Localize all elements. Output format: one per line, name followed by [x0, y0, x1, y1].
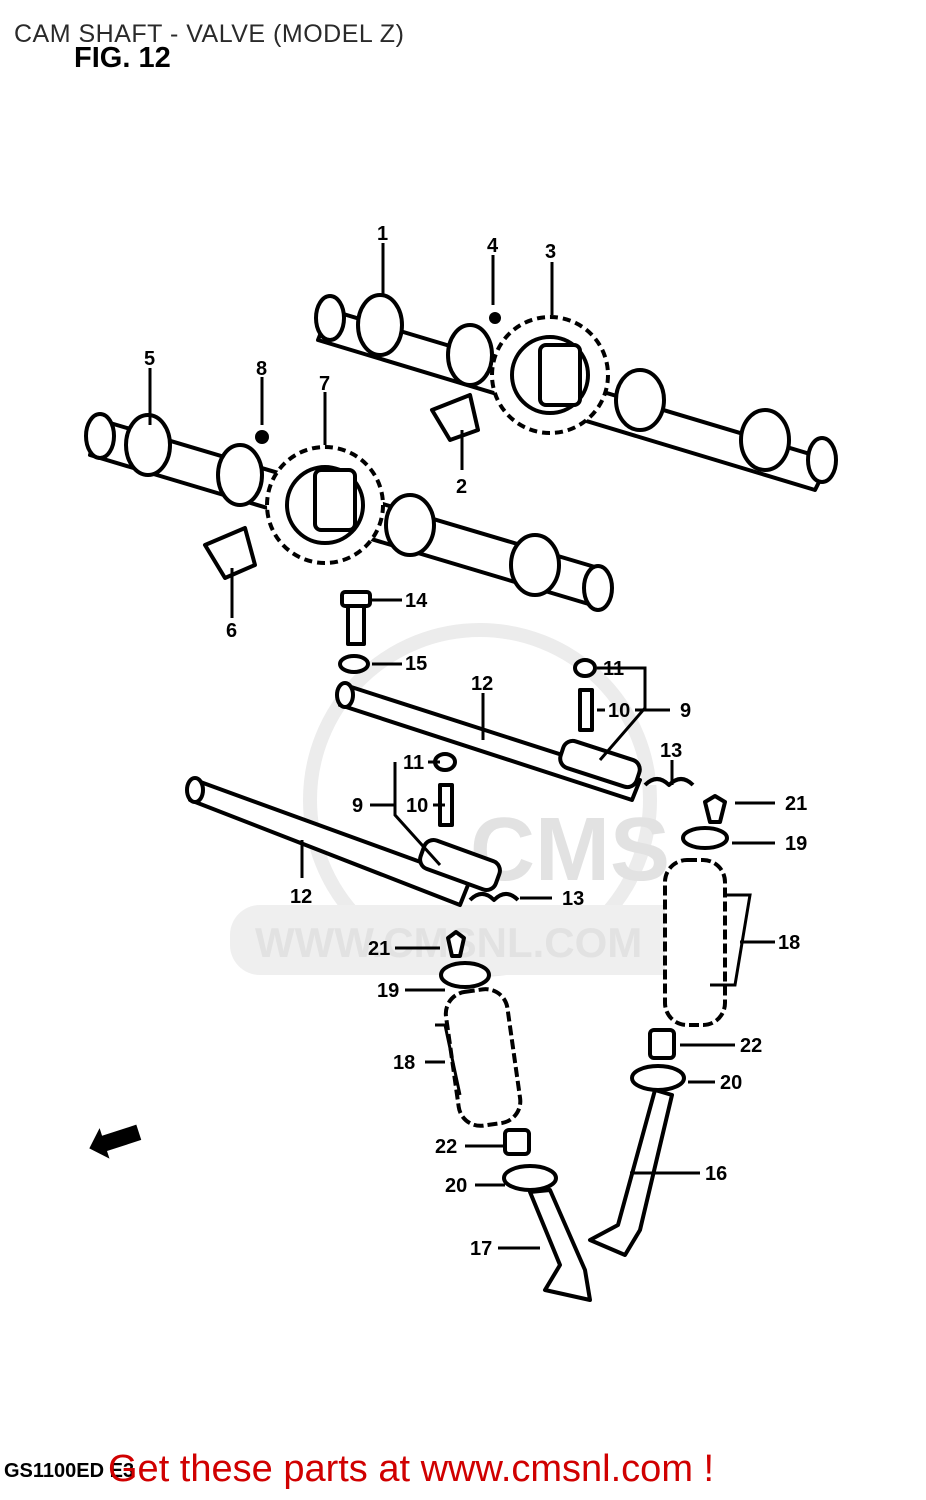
cam-sprocket-upper — [489, 312, 610, 435]
callout-label: 9 — [680, 700, 691, 722]
callout-label: 19 — [785, 833, 807, 855]
watermark-logo: CMS — [470, 800, 670, 900]
callout-labels: 1 4 3 2 5 8 7 6 14 15 12 11 10 9 13 21 1… — [144, 223, 807, 1260]
callout-label: 11 — [603, 658, 624, 680]
callout-label: 1 — [377, 223, 388, 245]
callout-label: 16 — [705, 1163, 727, 1185]
valve-stack-left — [439, 930, 592, 1302]
callout-label: 13 — [562, 888, 584, 910]
callout-label: 6 — [226, 620, 237, 642]
callout-label: 20 — [720, 1072, 742, 1094]
chain-guide-lower — [203, 526, 257, 580]
callout-label: 4 — [487, 235, 499, 257]
rocker-shaft-lower — [185, 752, 520, 907]
callout-label: 19 — [377, 980, 399, 1002]
callout-label: 14 — [405, 590, 428, 612]
chain-guide-upper — [430, 393, 480, 442]
rocker-shaft-upper — [335, 658, 695, 802]
callout-label: 2 — [456, 476, 467, 498]
callout-label: 21 — [785, 793, 807, 815]
callout-label: 3 — [545, 241, 556, 263]
bolt-and-washer — [338, 590, 372, 674]
leader-lines — [148, 243, 775, 1250]
callout-label: 21 — [368, 938, 390, 960]
callout-label: 13 — [660, 740, 682, 762]
promo-link[interactable]: Get these parts at www.cmsnl.com ! — [108, 1448, 715, 1490]
callout-label: 10 — [608, 700, 630, 722]
callout-label: 12 — [290, 886, 312, 908]
front-direction-arrow-icon — [89, 1124, 142, 1159]
callout-label: 8 — [256, 358, 267, 380]
callout-label: 18 — [393, 1052, 415, 1074]
page-title: CAM SHAFT - VALVE (MODEL Z) — [14, 20, 405, 48]
callout-label: 10 — [406, 795, 428, 817]
callout-label: 11 — [403, 752, 424, 774]
callout-label: 5 — [144, 348, 155, 370]
callout-label: 18 — [778, 932, 800, 954]
callout-label: 22 — [435, 1136, 457, 1158]
callout-label: 17 — [470, 1238, 492, 1260]
callout-label: 15 — [405, 653, 427, 675]
callout-label: 20 — [445, 1175, 467, 1197]
model-code: GS1100ED E3 — [4, 1460, 135, 1482]
callout-label: 12 — [471, 673, 493, 695]
callout-label: 9 — [352, 795, 363, 817]
callout-label: 7 — [319, 373, 330, 395]
callout-label: 22 — [740, 1035, 762, 1057]
cam-sprocket-lower — [255, 430, 385, 565]
figure-label: FIG. 12 — [74, 42, 171, 74]
watermark: CMS WWW.CMSNL.COM — [230, 623, 700, 977]
